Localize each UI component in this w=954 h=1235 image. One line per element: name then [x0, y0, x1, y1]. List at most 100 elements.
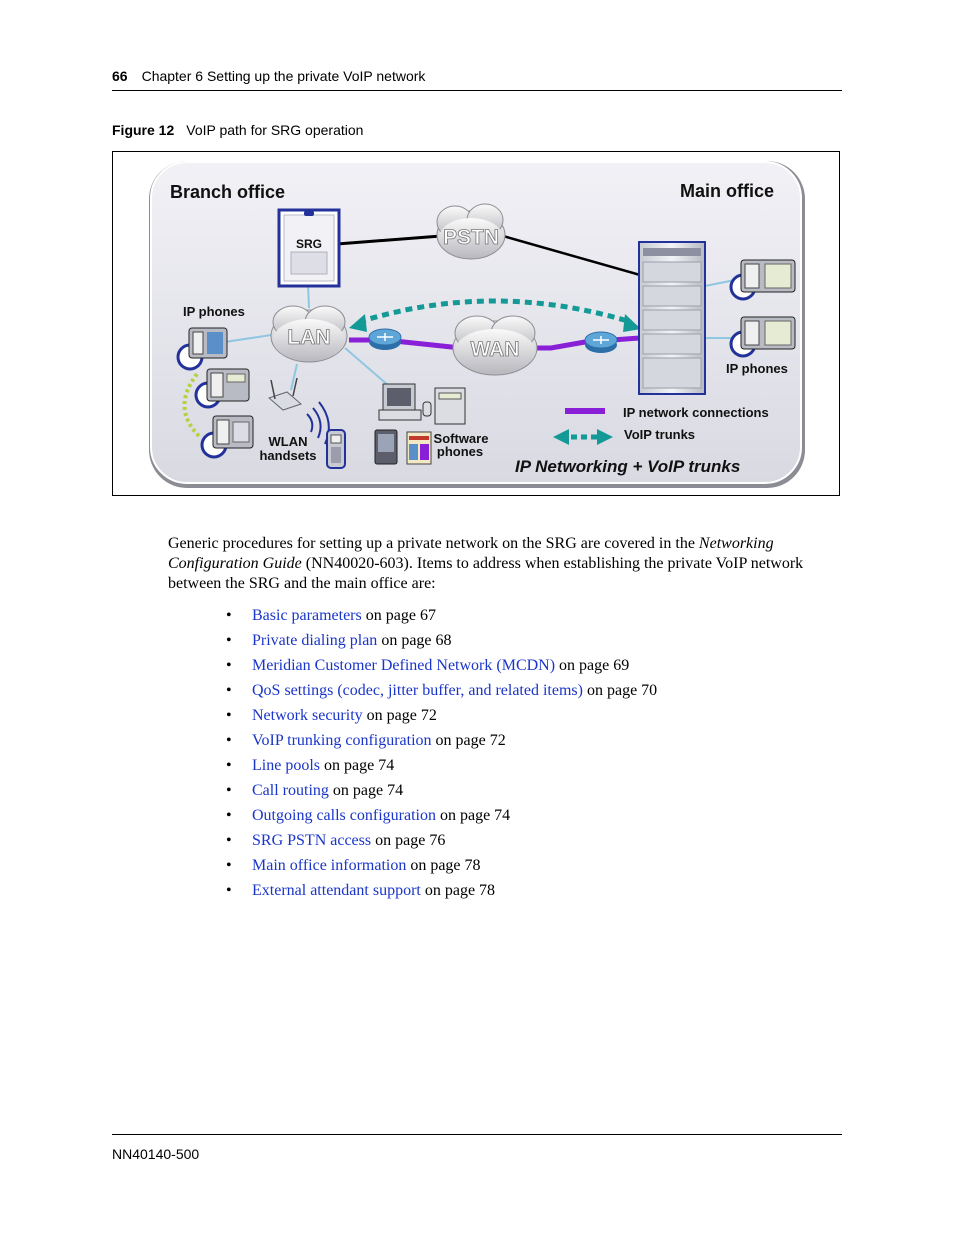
- desktop-computer-icon: [378, 383, 466, 425]
- figure-frame: Branch office Main office PSTN LAN WAN: [112, 151, 840, 496]
- page-reference: on page 67: [361, 607, 436, 624]
- topic-link[interactable]: Outgoing calls configuration: [252, 807, 436, 824]
- topic-link[interactable]: Meridian Customer Defined Network (MCDN): [252, 657, 556, 674]
- wlan-label: WLAN: [269, 434, 308, 449]
- ip-phone-icon: [729, 259, 796, 301]
- main-office-label: Main office: [680, 181, 774, 201]
- bullet-glyph: •: [226, 882, 232, 899]
- topic-link[interactable]: Basic parameters: [252, 607, 362, 624]
- topic-link[interactable]: Main office information: [252, 857, 407, 874]
- ip-phone-icon: [194, 368, 250, 409]
- main-phone1-link: [704, 279, 736, 287]
- topic-list-item: • Private dialing plan on page 68: [226, 628, 657, 653]
- page-reference: on page 74: [320, 757, 395, 774]
- page-reference: on page 74: [328, 782, 404, 799]
- figure-title: VoIP path for SRG operation: [186, 122, 364, 138]
- software-label: Software: [434, 431, 489, 446]
- wlan-ring: [182, 372, 201, 438]
- voip-trunk-arc: [358, 298, 632, 325]
- page-reference: on page 68: [377, 632, 452, 649]
- legend-voip-label: VoIP trunks: [624, 427, 695, 442]
- branch-office-label: Branch office: [170, 182, 285, 202]
- intro-text-continued: (NN40020-603). Items to address when est…: [168, 555, 804, 592]
- intro-text: Generic procedures for setting up a priv…: [168, 535, 699, 552]
- softphone-screen-icon: [406, 431, 432, 465]
- topic-list-item: • Outgoing calls configuration on page 74: [226, 803, 657, 828]
- ip-phone-icon: [200, 415, 254, 459]
- pstn-main-link: [502, 234, 641, 277]
- topic-list-item: • External attendant support on page 78: [226, 878, 657, 903]
- lan-cloud: LAN: [270, 305, 348, 363]
- voip-arrow-left: [349, 314, 367, 332]
- topic-list-item: • VoIP trunking configuration on page 72: [226, 728, 657, 753]
- voip-arrow-right: [623, 314, 641, 332]
- network-diagram: Branch office Main office PSTN LAN WAN: [149, 161, 805, 488]
- ip-phone-icon: [176, 327, 228, 371]
- topic-link[interactable]: QoS settings (codec, jitter buffer, and …: [252, 682, 583, 699]
- bullet-glyph: •: [226, 682, 232, 699]
- bullet-glyph: •: [226, 632, 232, 649]
- branch-ip-phones-label: IP phones: [183, 304, 245, 319]
- phones-label: phones: [437, 444, 483, 459]
- legend-voip-swatch: [553, 429, 613, 445]
- bullet-glyph: •: [226, 607, 232, 624]
- chapter-title: Chapter 6 Setting up the private VoIP ne…: [141, 68, 426, 84]
- topic-link[interactable]: Private dialing plan: [252, 632, 378, 649]
- topic-list-item: • Line pools on page 74: [226, 753, 657, 778]
- srg-pstn-link: [336, 234, 442, 246]
- doc-number: NN40140-500: [112, 1146, 200, 1162]
- footer-rule: [112, 1134, 842, 1135]
- topic-link[interactable]: Network security: [252, 707, 363, 724]
- lan-pc-link: [344, 347, 390, 387]
- topic-list-item: • Call routing on page 74: [226, 778, 657, 803]
- topic-link[interactable]: Line pools: [252, 757, 320, 774]
- topic-list-item: • Basic parameters on page 67: [226, 603, 657, 628]
- srg-unit: SRG: [277, 208, 341, 288]
- topic-list-item: • Main office information on page 78: [226, 853, 657, 878]
- wan-cloud: WAN: [452, 315, 538, 376]
- bullet-glyph: •: [226, 807, 232, 824]
- bullet-glyph: •: [226, 857, 232, 874]
- page-reference: on page 76: [371, 832, 446, 849]
- wan-label: WAN: [471, 338, 520, 361]
- page-reference: on page 72: [362, 707, 437, 724]
- intro-paragraph: Generic procedures for setting up a priv…: [168, 534, 828, 594]
- wlan-handset-icon: [326, 429, 346, 469]
- figure-caption: Figure 12 VoIP path for SRG operation: [112, 122, 363, 138]
- handsets-label: handsets: [259, 448, 316, 463]
- bullet-glyph: •: [226, 732, 232, 749]
- topic-link[interactable]: Call routing: [252, 782, 329, 799]
- diagram-footer-title: IP Networking + VoIP trunks: [515, 457, 740, 476]
- figure-label: Figure 12: [112, 122, 175, 138]
- pstn-label: PSTN: [443, 226, 499, 249]
- page-reference: on page 78: [406, 857, 481, 874]
- bullet-glyph: •: [226, 707, 232, 724]
- topic-list-item: • Meridian Customer Defined Network (MCDN…: [226, 653, 657, 678]
- topic-list-item: • QoS settings (codec, jitter buffer, and…: [226, 678, 657, 703]
- lan-ap-link: [290, 363, 298, 391]
- page-reference: on page 72: [431, 732, 506, 749]
- page-reference: on page 70: [582, 682, 658, 699]
- bullet-glyph: •: [226, 757, 232, 774]
- router-icon: [368, 328, 402, 350]
- topic-list-item: •SRG PSTN access on page 76: [226, 828, 657, 853]
- ip-phone-icon: [729, 316, 796, 358]
- pstn-cloud: PSTN: [436, 203, 506, 260]
- topic-link[interactable]: External attendant support: [252, 882, 421, 899]
- topic-list: • Basic parameters on page 67 • Private dia…: [226, 603, 657, 903]
- bullet-glyph: •: [226, 782, 232, 799]
- lan-phone-link: [224, 334, 272, 343]
- pda-softphone-icon: [374, 429, 398, 465]
- router-icon: [584, 331, 618, 353]
- topic-link[interactable]: VoIP trunking configuration: [252, 732, 432, 749]
- main-office-rack: [638, 241, 706, 395]
- srg-label: SRG: [296, 237, 322, 251]
- page-reference: on page 69: [555, 657, 630, 674]
- legend-ip-label: IP network connections: [623, 405, 769, 420]
- bullet-glyph: •: [226, 657, 232, 674]
- main-ip-phones-label: IP phones: [726, 361, 788, 376]
- topic-link[interactable]: SRG PSTN access: [252, 832, 372, 849]
- page-reference: on page 78: [420, 882, 496, 899]
- page-reference: on page 74: [435, 807, 511, 824]
